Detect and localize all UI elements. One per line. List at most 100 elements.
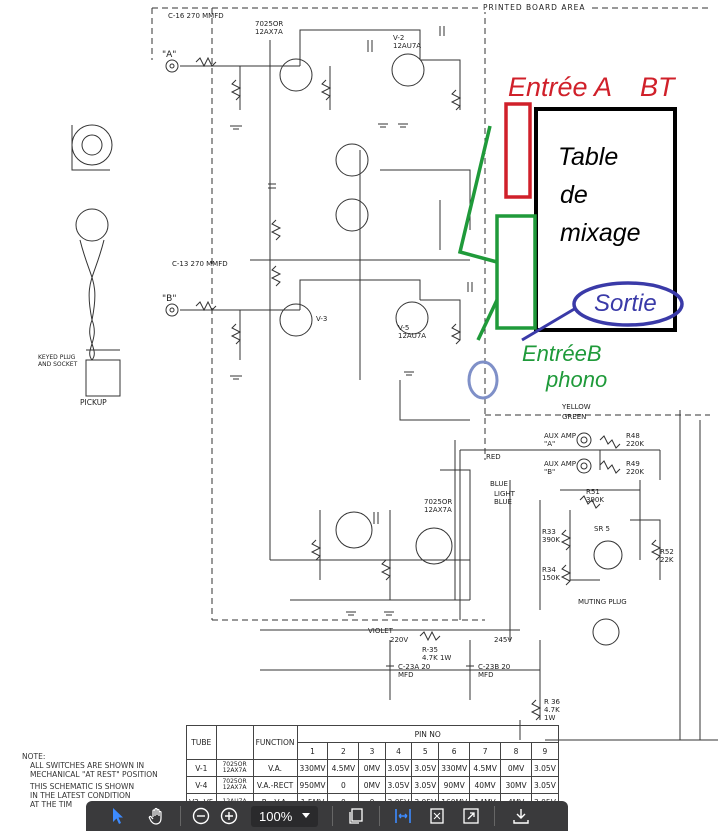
green-pointer-line-1: [457, 125, 498, 264]
input-b-label: "B": [162, 294, 177, 304]
chevron-down-icon: [302, 813, 311, 818]
small-blue-circle: [467, 360, 499, 400]
r36-label: R 36 4.7K 1W: [544, 698, 560, 722]
expand-icon: [463, 808, 479, 824]
col-header-pin-no: PIN NO: [296, 725, 559, 743]
select-tool-button[interactable]: [96, 801, 140, 831]
pin-header: 4: [384, 742, 413, 760]
r48-label: R48 220K: [626, 432, 644, 448]
voltage-245-label: 245V: [494, 636, 513, 644]
c13-label: C-13 270 MMFD: [172, 260, 228, 268]
wire-violet-label: VIOLET: [368, 627, 393, 635]
copy-page-button[interactable]: [339, 801, 373, 831]
wire-yellow-label: YELLOW: [562, 403, 591, 411]
table-annotation-line2: de: [560, 181, 588, 209]
download-button[interactable]: [501, 801, 541, 831]
keyed-plug-label: KEYED PLUG AND SOCKET: [38, 354, 78, 368]
voltage-cell: 4.5MV: [327, 759, 360, 777]
note-title: NOTE:: [22, 752, 46, 761]
voltage-cell: 3.05V: [531, 759, 559, 777]
pin-header: 7: [469, 742, 502, 760]
note-line: ALL SWITCHES ARE SHOWN IN: [30, 761, 145, 770]
r52-label: R52 22K: [660, 548, 674, 564]
r34-label: R34 150K: [542, 566, 560, 582]
voltage-cell: 40MV: [469, 776, 502, 794]
wire-blue-label: BLUE: [490, 480, 508, 488]
zoom-in-button[interactable]: [215, 801, 243, 831]
c23a-label: C-23A 20 MFD: [398, 663, 431, 679]
voltage-cell: 3.05V: [531, 776, 559, 794]
pin-header: 2: [327, 742, 360, 760]
zoom-in-icon: [220, 807, 238, 825]
sortie-pointer-line: [521, 306, 577, 342]
col-header-type: [215, 725, 254, 760]
tube-cell: V-1: [186, 759, 217, 777]
voltage-220-label: 220V: [390, 636, 409, 644]
table-annotation-line3: mixage: [560, 219, 641, 247]
r33-label: R33 390K: [542, 528, 560, 544]
fit-width-button[interactable]: [386, 801, 420, 831]
voltage-cell: 3.05V: [411, 776, 440, 794]
input-a-label: "A": [162, 50, 177, 60]
zoom-out-icon: [192, 807, 210, 825]
hand-icon: [148, 807, 162, 825]
v5-tube-label: V-5 12AU7A: [398, 324, 427, 340]
voltage-cell: 3.05V: [411, 759, 440, 777]
v1-tube-label: 7025OR 12AX7A: [255, 20, 284, 36]
cursor-arrow-icon: [113, 808, 123, 824]
function-cell: V.A.: [252, 759, 298, 777]
schematic-note: NOTE: ALL SWITCHES ARE SHOWN IN MECHANIC…: [22, 752, 158, 809]
fit-page-icon: [430, 808, 444, 824]
zoom-level-value: 100%: [259, 808, 293, 824]
voltage-cell: 3.05V: [384, 759, 413, 777]
voltage-cell: 330MV: [438, 759, 471, 777]
toolbar-separator: [494, 806, 496, 826]
sr5-label: SR 5: [594, 525, 610, 533]
wire-green-label: GREEN: [562, 413, 587, 421]
voltage-cell: 0MV: [358, 776, 386, 794]
r35-label: R-35 4.7K 1W: [422, 646, 452, 662]
note-line: AT THE TIM: [30, 800, 73, 809]
pin-header: 1: [296, 742, 329, 760]
sortie-annotation: Sortie: [594, 290, 657, 317]
tube-type-cell: 7025OR 12AX7A: [215, 759, 254, 777]
tube-type-cell: 7025OR 12AX7A: [215, 776, 254, 794]
zoom-level-dropdown[interactable]: 100%: [251, 801, 319, 831]
pin-header: 3: [358, 742, 386, 760]
voltage-cell: 0MV: [358, 759, 386, 777]
pdf-viewer-toolbar: 100%: [86, 801, 568, 831]
zoom-out-button[interactable]: [187, 801, 215, 831]
col-header-function: FUNCTION: [252, 725, 298, 760]
function-cell: V.A.-RECT: [252, 776, 298, 794]
entree-a-box: [504, 102, 532, 199]
voltage-cell: 3.05V: [384, 776, 413, 794]
voltage-cell: 950MV: [296, 776, 329, 794]
v4-tube-label: 7025OR 12AX7A: [424, 498, 453, 514]
note-line: IN THE LATEST CONDITION: [30, 791, 131, 800]
bt-annotation: BT: [640, 72, 675, 102]
toolbar-separator: [379, 806, 381, 826]
v2-tube-label: V-2 12AU7A: [393, 34, 422, 50]
hand-tool-button[interactable]: [140, 801, 174, 831]
voltage-cell: 90MV: [438, 776, 471, 794]
voltage-cell: 330MV: [296, 759, 329, 777]
pin-header: 8: [500, 742, 532, 760]
wire-red-label: RED: [486, 453, 501, 461]
printed-board-label: PRINTED BOARD AREA: [480, 3, 589, 12]
pin-header: 6: [438, 742, 471, 760]
muting-plug-label: MUTING PLUG: [578, 598, 627, 606]
sortie-ellipse: [572, 281, 684, 327]
pin-header: 9: [531, 742, 559, 760]
fit-width-icon: [395, 809, 412, 823]
fullscreen-button[interactable]: [454, 801, 488, 831]
note-line: THIS SCHEMATIC IS SHOWN: [30, 782, 135, 791]
aux-amp-b-label: AUX AMP "B": [544, 460, 576, 476]
entree-b-annotation-line1: EntréeB: [522, 341, 602, 366]
pickup-label: PICKUP: [80, 398, 107, 407]
fit-page-button[interactable]: [420, 801, 454, 831]
light-blue-label: LIGHT BLUE: [494, 490, 515, 506]
